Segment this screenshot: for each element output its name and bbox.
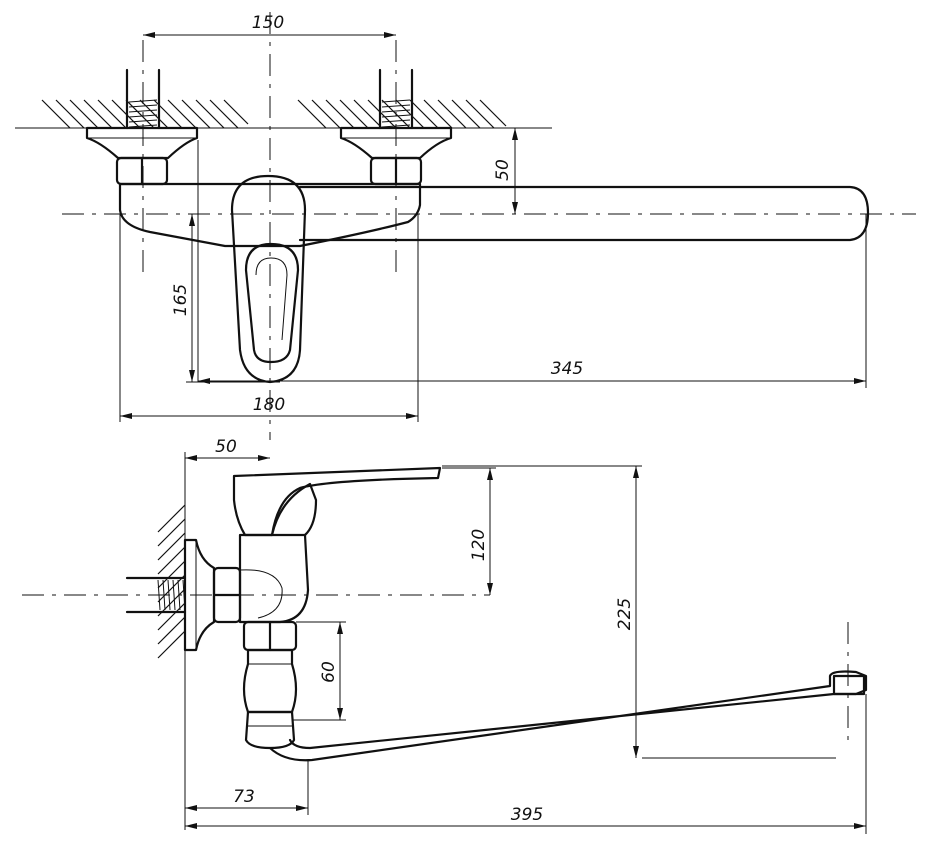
dim-inlet-spacing: 150 [252,13,284,33]
lower-nut [242,620,298,652]
dim-height-offset: 50 [493,159,513,181]
inlet-pipe-left [125,68,161,130]
dim-wall-to-body: 73 [233,787,255,807]
handle-slot [244,242,300,364]
wall-hatch-side [157,504,186,659]
spout-side [268,670,868,762]
spout-plan [298,185,870,242]
swivel-ring [244,710,296,750]
dim-axis-to-top: 120 [469,529,489,561]
escutcheon-side [183,538,216,652]
mixer-body [118,182,422,248]
handle-side [232,466,442,537]
escutcheon-left [85,126,199,160]
dim-total-height: 225 [615,598,635,630]
mixer-body-side [238,533,310,624]
wall-hatch-left [41,99,249,129]
dim-lower-offset: 60 [319,661,339,683]
side-view: 50 120 225 60 73 395 [22,437,868,834]
dim-spout-length: 345 [551,359,583,379]
dim-total-reach: 395 [511,805,543,825]
top-view: 150 50 165 345 180 [15,12,916,440]
dim-handle-height: 165 [171,284,191,316]
nut-left [115,156,169,186]
handle-plan [230,174,307,384]
ball-joint [242,648,298,714]
dim-body-width: 180 [253,395,285,415]
dim-wall-to-axis: 50 [215,437,237,457]
wall-hatch-right [297,99,507,129]
